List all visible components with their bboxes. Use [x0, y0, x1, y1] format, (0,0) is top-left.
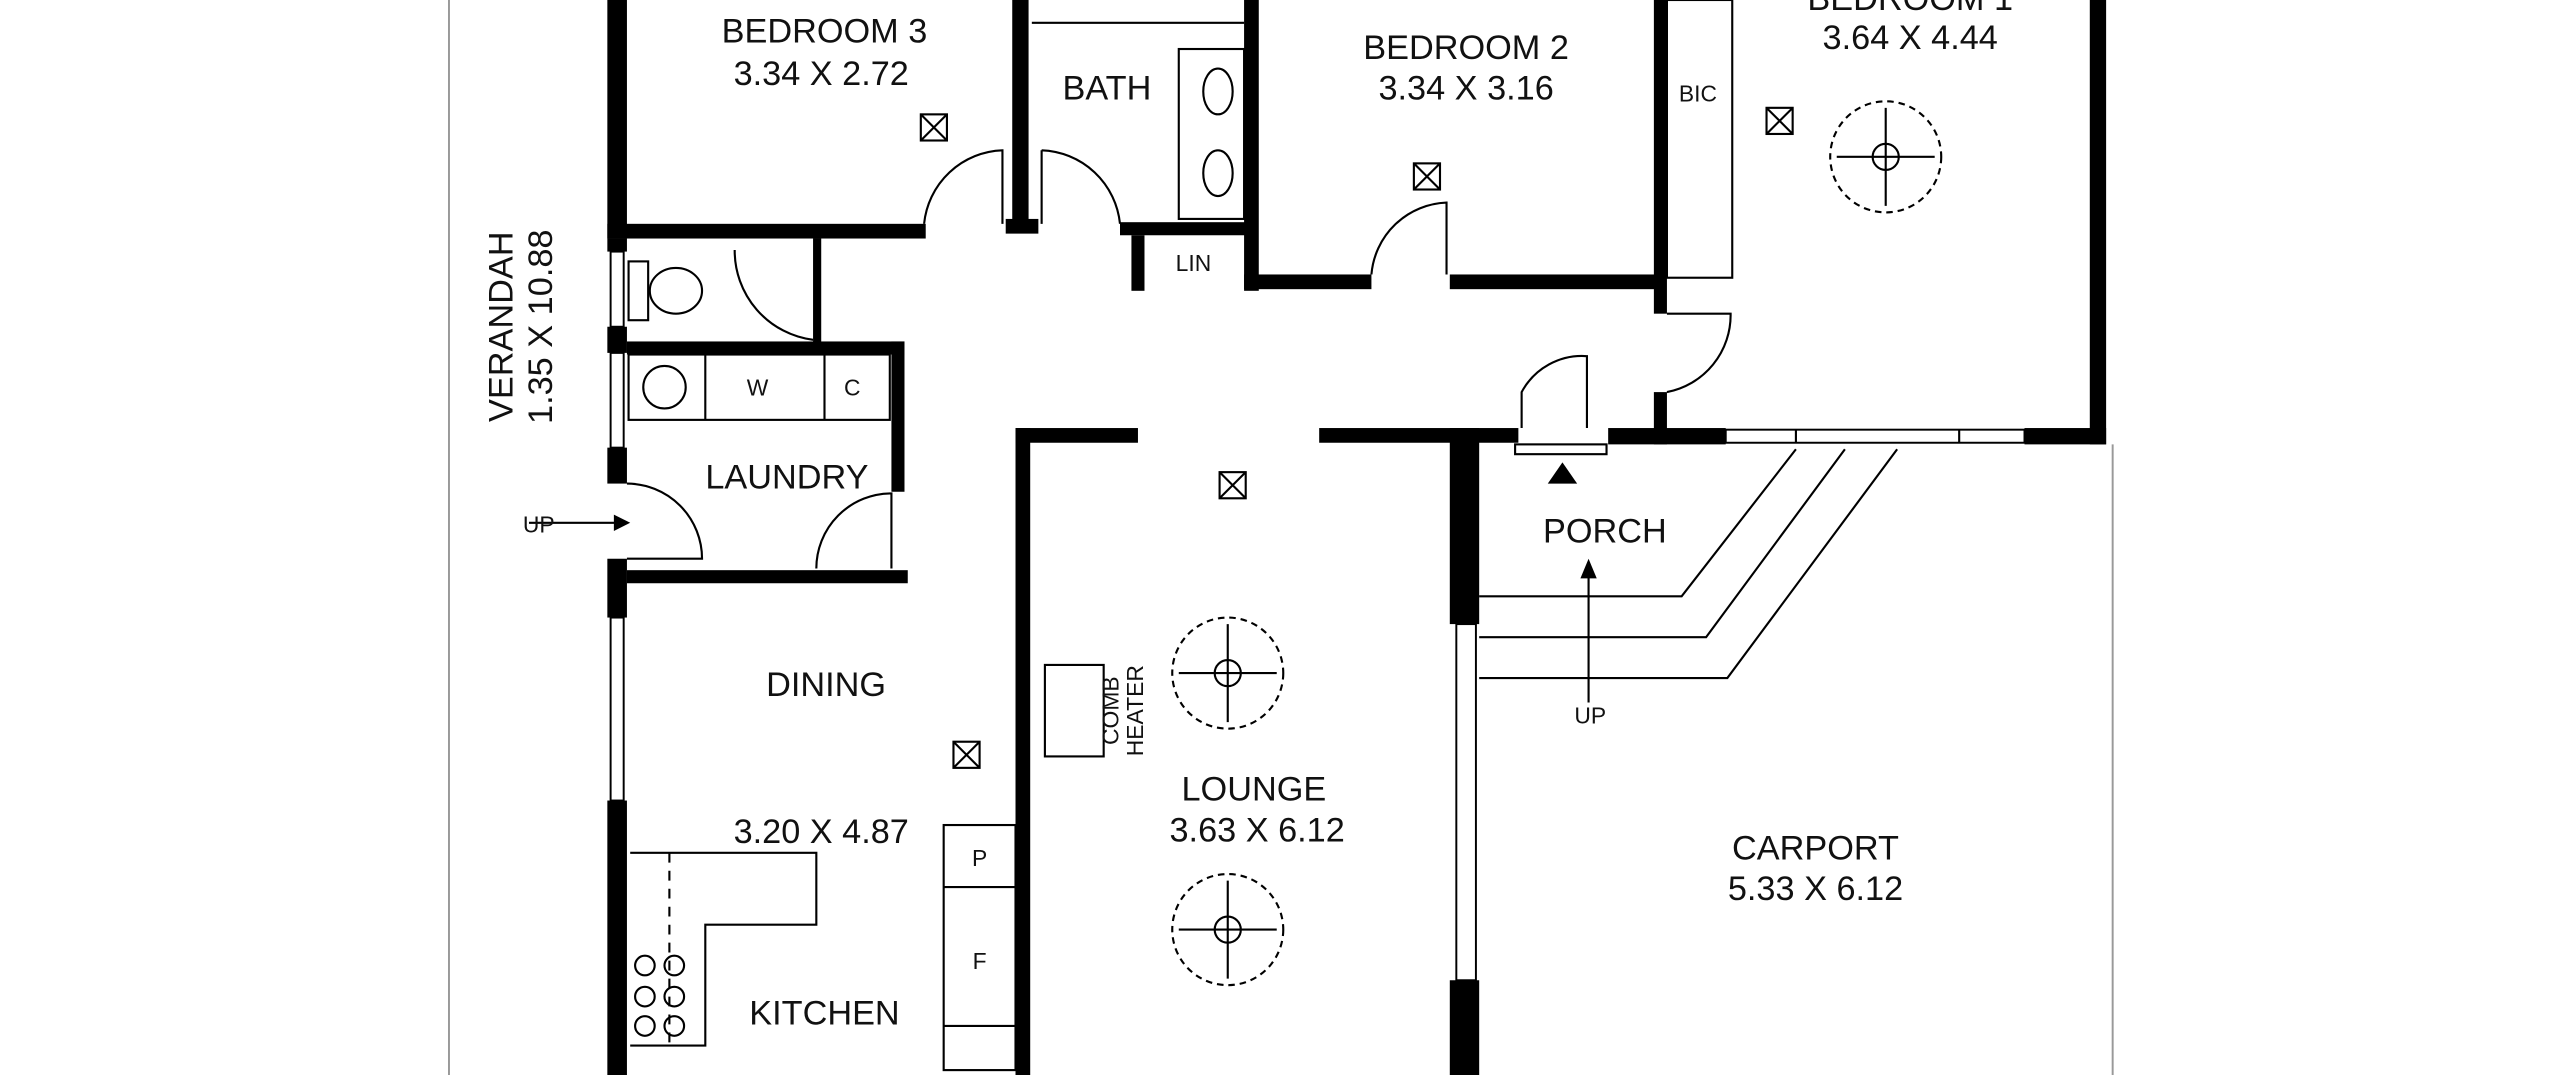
windows: [609, 250, 2026, 982]
entry-arrow-icon: [1547, 462, 1578, 484]
bedroom3-label: BEDROOM 3: [722, 12, 928, 50]
bic-label: BIC: [1679, 80, 1717, 106]
heater-label-1: COMB: [1097, 676, 1123, 745]
up-arrow-icon: [613, 514, 631, 531]
fixtures: [528, 0, 1898, 1072]
fridge-label: F: [973, 948, 987, 974]
light-fittings: [919, 106, 1794, 769]
verandah-label: VERANDAH: [483, 231, 521, 422]
bedroom2-label: BEDROOM 2: [1363, 29, 1569, 67]
verandah-up-label: UP: [523, 512, 555, 538]
dining-label: DINING: [766, 666, 886, 704]
dining-size: 3.20 X 4.87: [734, 813, 909, 851]
pantry-label: P: [972, 845, 987, 871]
lin-label: LIN: [1176, 250, 1212, 276]
carport-size: 5.33 X 6.12: [1728, 870, 1903, 908]
up-arrow-icon: [1580, 558, 1597, 579]
cupboard-label: C: [844, 374, 861, 400]
lounge-size: 3.63 X 6.12: [1169, 811, 1344, 849]
doors: [626, 149, 1732, 569]
lounge-label: LOUNGE: [1182, 771, 1327, 809]
ceiling-fans: [1171, 100, 1943, 987]
bedroom1-label: BEDROOM 1: [1807, 0, 2013, 18]
heater-label-2: HEATER: [1122, 665, 1148, 756]
bedroom2-size: 3.34 X 3.16: [1378, 70, 1553, 108]
walls: [607, 0, 2107, 1075]
verandah-size: 1.35 X 10.88: [522, 229, 560, 424]
washer-label: W: [747, 374, 769, 400]
bedroom3-size: 3.34 X 2.72: [734, 55, 909, 93]
bath-label: BATH: [1063, 70, 1152, 108]
kitchen-label: KITCHEN: [749, 994, 899, 1032]
porch-label: PORCH: [1543, 512, 1667, 550]
laundry-label: LAUNDRY: [705, 458, 868, 496]
porch-up-label: UP: [1574, 703, 1606, 729]
carport-label: CARPORT: [1732, 829, 1899, 867]
bedroom1-size: 3.64 X 4.44: [1823, 19, 1998, 57]
